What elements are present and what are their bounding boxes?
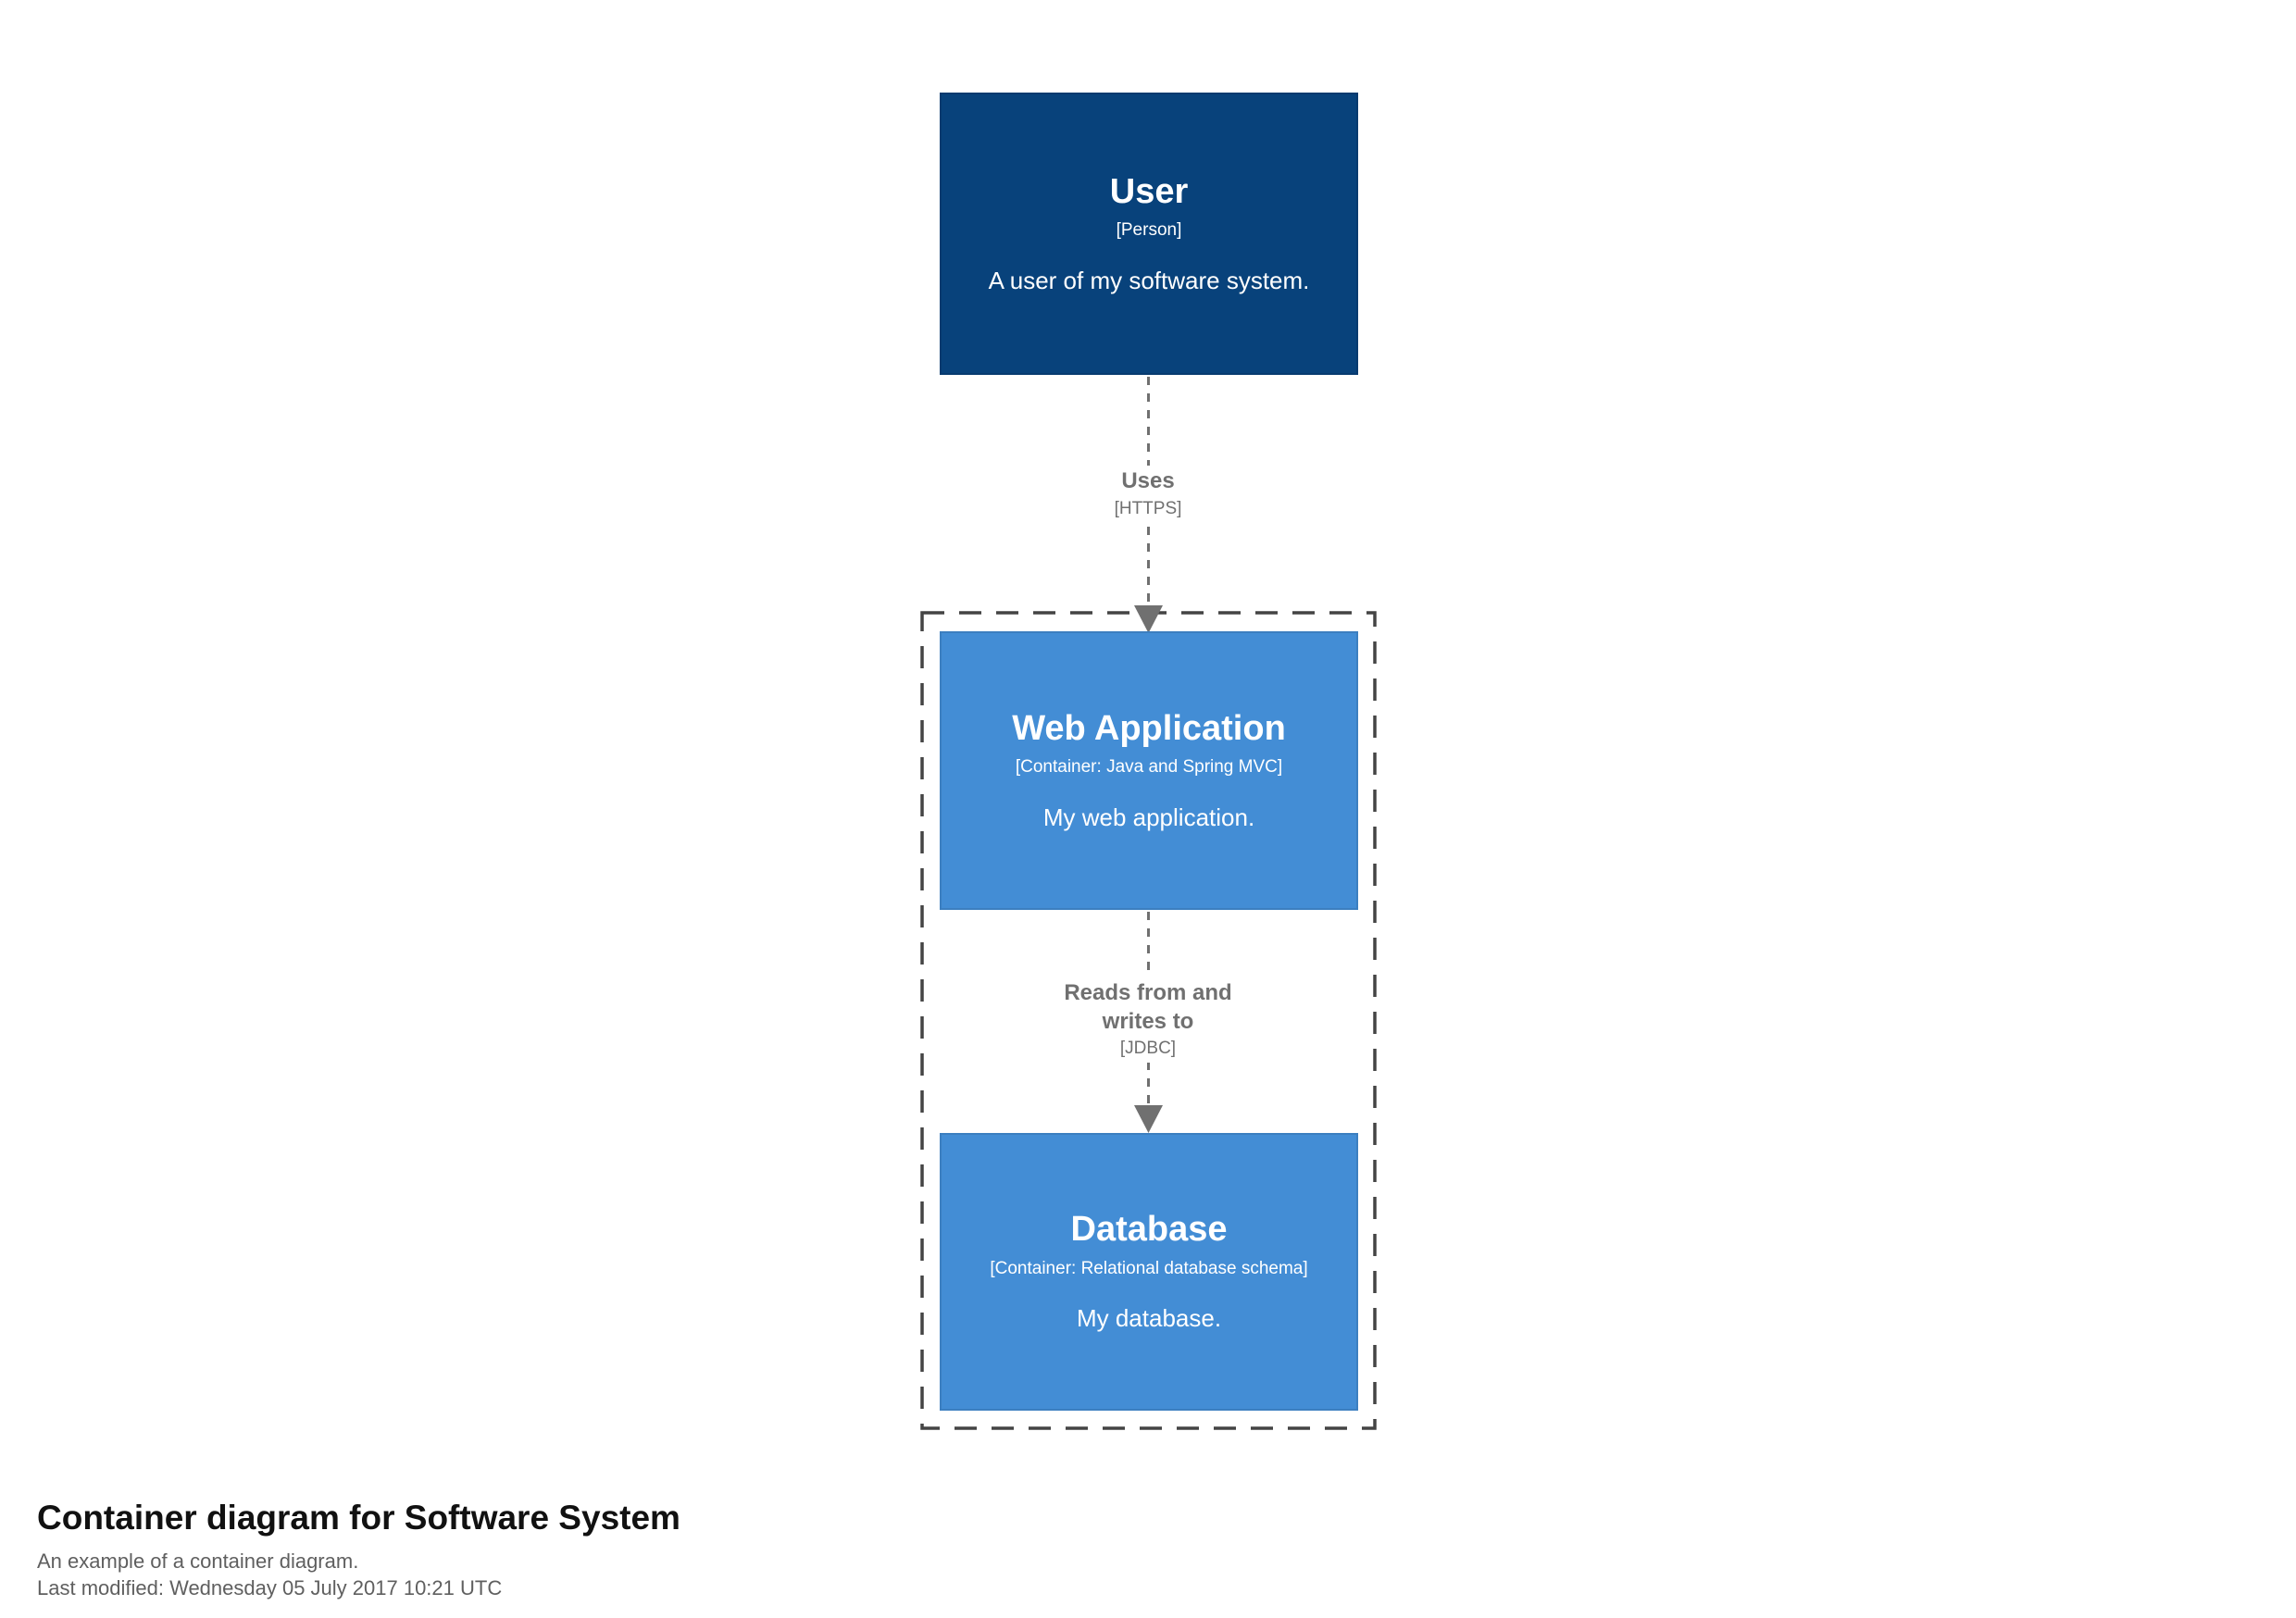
container-name: Database <box>1070 1210 1228 1249</box>
container-metadata: [Container: Java and Spring MVC] <box>1015 757 1283 778</box>
reads-writes-arrowhead <box>1134 1105 1163 1133</box>
diagram-subtitle: An example of a container diagram. <box>37 1550 359 1574</box>
person-name: User <box>1109 171 1189 211</box>
container-metadata: [Container: Relational database schema] <box>990 1258 1308 1278</box>
container-node-database[interactable]: Database [Container: Relational database… <box>940 1133 1358 1411</box>
relationship-name: Reads from and writes to <box>1064 980 1232 1034</box>
relationship-technology: [HTTPS] <box>1114 498 1182 518</box>
person-description: A user of my software system. <box>988 266 1310 294</box>
relationship-label-uses: Uses [HTTPS] <box>1106 466 1190 523</box>
relationship-technology: [JDBC] <box>1119 1039 1177 1059</box>
relationship-name: Uses <box>1121 468 1175 493</box>
person-metadata: [Person] <box>1116 220 1182 241</box>
diagram-title: Container diagram for Software System <box>37 1499 680 1537</box>
person-node-user[interactable]: User [Person] A user of my software syst… <box>940 93 1358 375</box>
container-name: Web Application <box>1012 708 1286 748</box>
relationship-label-reads-writes: Reads from and writes to [JDBC] <box>1043 977 1253 1064</box>
container-description: My web application. <box>1042 803 1255 831</box>
diagram-footer: Container diagram for Software System An… <box>37 1498 680 1601</box>
container-node-web-application[interactable]: Web Application [Container: Java and Spr… <box>940 631 1358 910</box>
container-description: My database. <box>1076 1304 1222 1333</box>
uses-arrowhead <box>1134 605 1163 633</box>
diagram-last-modified: Last modified: Wednesday 05 July 2017 10… <box>37 1576 503 1600</box>
